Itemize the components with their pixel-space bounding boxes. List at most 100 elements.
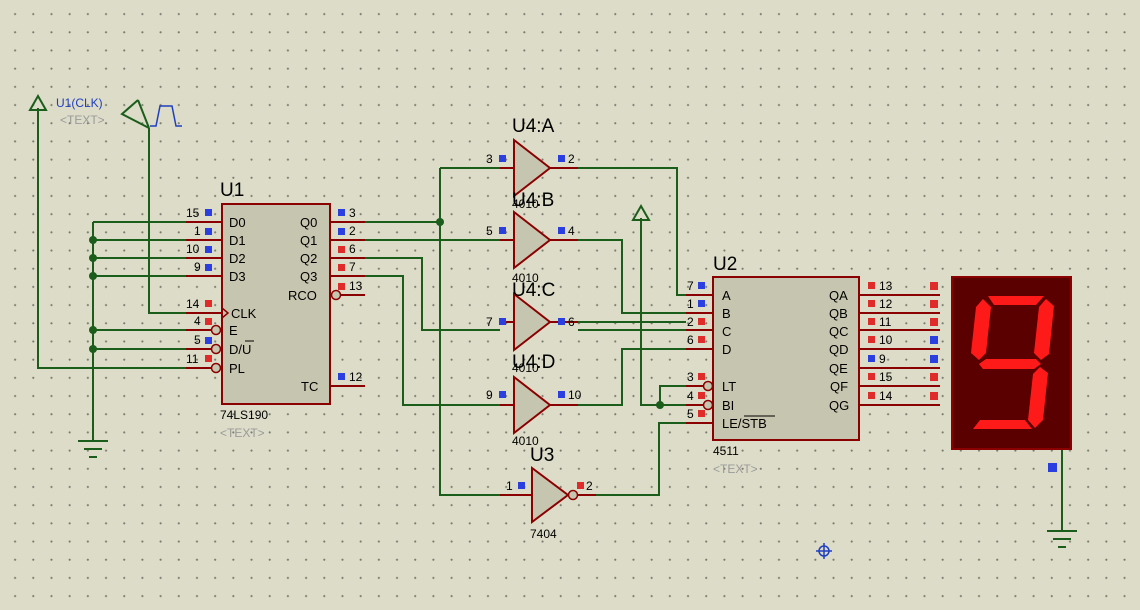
pin-state-indicator — [868, 336, 875, 343]
u1-pin-label: Q0 — [300, 215, 317, 230]
u2-pin-label: QG — [829, 398, 849, 413]
u1-pin-num: 1 — [194, 224, 201, 238]
u4d-part: 4010 — [512, 434, 539, 448]
u2-pin-num: 15 — [879, 370, 893, 384]
clock-generator[interactable]: U1(CLK) <TEXT> — [56, 96, 182, 129]
u2-pin-label: BI — [722, 398, 734, 413]
pin-state-indicator — [338, 264, 345, 271]
generator-text: <TEXT> — [60, 113, 105, 127]
u2-text: <TEXT> — [713, 462, 758, 476]
u3-inverter[interactable]: U3 7404 1 2 — [500, 445, 596, 541]
u1-pin-label: CLK — [231, 306, 257, 321]
pin-state-indicator — [930, 282, 938, 290]
pin-state-indicator — [205, 337, 212, 344]
pin-state-indicator — [338, 209, 345, 216]
power-terminal-left[interactable] — [28, 93, 48, 111]
pin-state-indicator — [1048, 463, 1057, 472]
u2-pin-label: A — [722, 288, 731, 303]
ground-terminal-left[interactable] — [78, 440, 108, 458]
u1-pin-num: 3 — [349, 206, 356, 220]
u2-pin-label: QE — [829, 361, 848, 376]
u2-pin-label: QC — [829, 324, 849, 339]
u1-pin-num: 12 — [349, 370, 363, 384]
u4b-ref: U4:B — [512, 190, 554, 211]
ground-terminal-display[interactable] — [1047, 530, 1077, 548]
u1-pin-label: D0 — [229, 215, 246, 230]
pin-state-indicator — [698, 392, 705, 399]
junction-dots — [89, 218, 664, 409]
u1-pin-num: 2 — [349, 224, 356, 238]
pin-state-indicator — [698, 282, 705, 289]
u4a-ref: U4:A — [512, 116, 555, 137]
pin-state-indicator — [338, 246, 345, 253]
pin-state-indicator — [930, 355, 938, 363]
pin-state-indicator — [868, 300, 875, 307]
u3-ref: U3 — [530, 445, 554, 466]
u2-pin-label: QA — [829, 288, 848, 303]
pin-state-indicator — [205, 355, 212, 362]
u4a-pin-in: 3 — [486, 152, 493, 166]
u4d-pin-in: 9 — [486, 388, 493, 402]
u2-pin-num: 11 — [879, 315, 892, 329]
pin-state-indicator — [930, 373, 938, 381]
pin-state-indicator — [338, 373, 345, 380]
pin-state-indicator — [205, 264, 212, 271]
u1-pin-label: D3 — [229, 269, 246, 284]
pin-state-indicator — [499, 318, 506, 325]
u1-pin-num: 13 — [349, 279, 363, 293]
u1-pin-label: D1 — [229, 233, 246, 248]
u1-pin-label: D/U — [229, 342, 251, 357]
u4a-buffer[interactable]: U4:A 4010 3 2 — [486, 116, 578, 211]
u2-pin-num: 10 — [879, 333, 893, 347]
u1-part: 74LS190 — [220, 408, 268, 422]
pin-state-indicator — [698, 336, 705, 343]
u1-pin-num: 5 — [194, 333, 201, 347]
u2-pin-num: 7 — [687, 279, 694, 293]
u2-pin-num: 1 — [687, 297, 694, 311]
pin-state-indicator — [205, 209, 212, 216]
pin-state-indicator — [698, 300, 705, 307]
u1-pin-num: 7 — [349, 260, 356, 274]
u2-pin-label: B — [722, 306, 731, 321]
u4a-pin-out: 2 — [568, 152, 575, 166]
segment-f — [971, 299, 991, 360]
u1-pin-num: 6 — [349, 242, 356, 256]
u1-pin-num: 9 — [194, 260, 201, 274]
pin-state-indicator — [338, 228, 345, 235]
power-terminal-u2[interactable] — [631, 203, 651, 221]
u4b-pin-in: 5 — [486, 224, 493, 238]
u1-text: <TEXT> — [220, 426, 265, 440]
pin-state-indicator — [499, 391, 506, 398]
u4c-ref: U4:C — [512, 280, 555, 301]
u2-pin-label: QB — [829, 306, 848, 321]
u4c-buffer[interactable]: U4:C 4010 7 6 — [486, 280, 578, 375]
u1-pin-num: 14 — [186, 297, 200, 311]
pin-state-indicator — [205, 318, 212, 325]
seven-segment-display[interactable] — [951, 276, 1072, 472]
u1-counter[interactable]: U1 74LS190 <TEXT> 15 1 10 9 14 4 5 11 D0… — [186, 180, 365, 440]
origin-marker-icon — [816, 543, 832, 559]
u2-pin-num: 13 — [879, 279, 893, 293]
u2-decoder[interactable]: U2 4511 <TEXT> 7 1 2 6 3 4 5 A B C D LT … — [686, 254, 940, 476]
pin-state-indicator — [577, 482, 584, 489]
u3-pin-out: 2 — [586, 479, 593, 493]
u2-pin-label: LE/STB — [722, 416, 767, 431]
pin-state-indicator — [930, 318, 938, 326]
u1-pin-num: 11 — [186, 352, 199, 366]
u1-pin-label: Q3 — [300, 269, 317, 284]
segment-b — [1034, 299, 1054, 360]
segment-c — [1028, 367, 1048, 428]
u4d-buffer[interactable]: U4:D 4010 9 10 — [486, 352, 582, 448]
u1-pin-label: Q1 — [300, 233, 317, 248]
u2-pin-num: 5 — [687, 407, 694, 421]
u4b-buffer[interactable]: U4:B 4010 5 4 — [486, 190, 578, 285]
pin-state-indicator — [518, 482, 525, 489]
pin-state-indicator — [868, 373, 875, 380]
u4c-pin-out: 6 — [568, 315, 575, 329]
pin-state-indicator — [558, 155, 565, 162]
u1-ref: U1 — [220, 180, 244, 201]
u1-pin-label: Q2 — [300, 251, 317, 266]
pin-state-indicator — [868, 282, 875, 289]
